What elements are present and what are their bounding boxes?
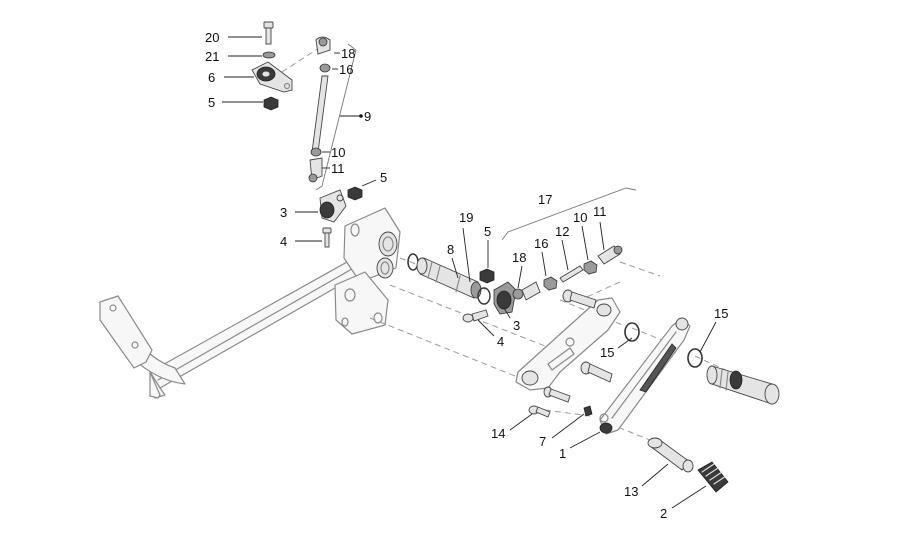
frame-assembly (99, 207, 401, 399)
washer-part-21 (262, 51, 276, 59)
rod-part-9 (311, 75, 329, 153)
clip-part-7 (583, 405, 593, 417)
callout-1: 1 (559, 446, 566, 461)
callout-15-left: 15 (600, 345, 614, 360)
rod-part-12 (559, 265, 584, 283)
callout-10-upper: 10 (331, 145, 345, 160)
nut-part-16-top (319, 63, 331, 73)
bolt-part-14 (528, 405, 551, 418)
bolt-part-4-lower (462, 309, 489, 323)
peg-part-13 (647, 437, 694, 473)
callout-13: 13 (624, 484, 638, 499)
assembly-bracket-9 (315, 43, 357, 191)
callout-3-shaft: 3 (513, 318, 520, 333)
seal-part-15-left (624, 322, 640, 342)
bracket-bolt-top (562, 289, 597, 309)
pedal-bracket (515, 289, 621, 403)
washer-near-shaft (477, 287, 491, 305)
nut-part-16-right (543, 276, 558, 291)
callout-5-mid: 5 (380, 170, 387, 185)
seal-part-15-right (687, 348, 703, 368)
callout-3-upper: 3 (280, 205, 287, 220)
shaft-assembly (407, 253, 517, 323)
callout-4-lower: 4 (497, 334, 504, 349)
rod-assembly-part-17 (512, 245, 623, 301)
lever-part-3-upper (319, 189, 347, 223)
bolt-part-4-upper (322, 227, 332, 248)
gear-pedal-part-1 (599, 317, 691, 435)
callout-15-right: 15 (714, 306, 728, 321)
callout-18-upper: 18 (341, 46, 355, 61)
callout-12: 12 (555, 224, 569, 239)
callout-6: 6 (208, 70, 215, 85)
ball-joint-part-11-upper (308, 157, 323, 183)
bracket-bolt-lower-left (543, 386, 571, 403)
callout-5-upper: 5 (208, 95, 215, 110)
shaft-part-8 (416, 257, 482, 299)
callout-8: 8 (447, 242, 454, 257)
lever-part-3-shaft (493, 281, 517, 315)
assembly-bracket-17 (501, 187, 637, 241)
bracket-bolt-bottom (580, 361, 613, 383)
callout-19: 19 (459, 210, 473, 225)
clamp-lever-part-6 (251, 61, 293, 93)
callout-9: 9 (364, 109, 371, 124)
callout-18-right: 18 (512, 250, 526, 265)
leader-lines (222, 36, 717, 509)
nut-part-5-upper (263, 96, 279, 111)
nut-part-5-mid (347, 186, 363, 201)
callout-16-right: 16 (534, 236, 548, 251)
callout-20: 20 (205, 30, 219, 45)
callout-21: 21 (205, 49, 219, 64)
leader-dot (359, 114, 363, 118)
callout-labels: 20 21 6 5 18 16 9 10 11 5 3 4 19 8 5 17 … (205, 30, 728, 521)
callout-11-upper: 11 (331, 161, 345, 176)
callout-11-right: 11 (593, 204, 607, 219)
nut-part-10-upper (310, 147, 322, 157)
callout-17: 17 (538, 192, 552, 207)
callout-5-shaft: 5 (484, 224, 491, 239)
callout-7: 7 (539, 434, 546, 449)
callout-2: 2 (660, 506, 667, 521)
callout-14: 14 (491, 426, 505, 441)
pedal-pivot-shaft (706, 365, 780, 405)
nut-part-10-right (583, 260, 598, 275)
ball-joint-part-18-top (315, 36, 331, 55)
screw-part-20 (263, 21, 274, 45)
ball-joint-part-11-right (597, 245, 623, 265)
ball-joint-part-18-right (512, 281, 541, 301)
upper-linkage (251, 21, 363, 248)
peg-rubber-part-2 (697, 461, 729, 493)
callout-4-upper: 4 (280, 234, 287, 249)
callout-16-upper: 16 (339, 62, 353, 77)
callout-10-right: 10 (573, 210, 587, 225)
nut-part-5-shaft (479, 268, 495, 284)
